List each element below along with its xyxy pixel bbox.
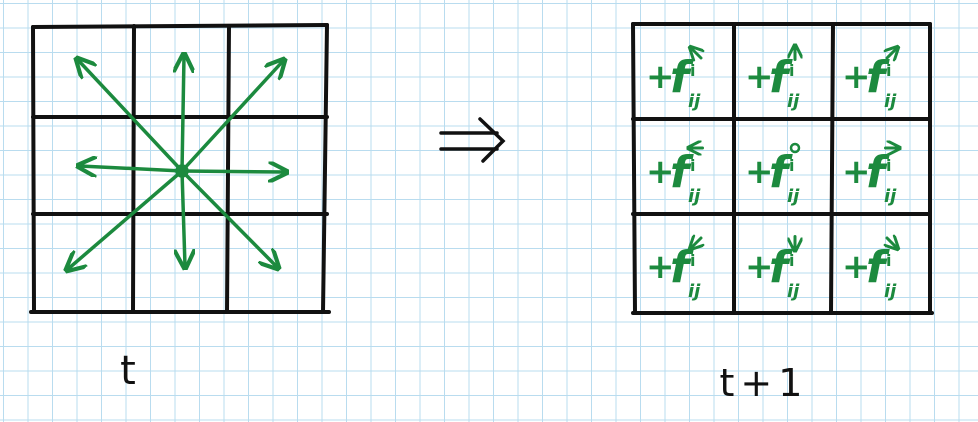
cell-plus: + xyxy=(646,57,675,97)
cell-plus: + xyxy=(745,247,774,287)
arrow-south-west xyxy=(68,169,184,269)
cell-plus: + xyxy=(646,247,675,287)
cell-subscript: ij xyxy=(884,281,897,302)
cell-subscript: ij xyxy=(787,281,800,302)
time-label-t-plus-1: t+1 xyxy=(720,361,809,405)
cell-superscript: i xyxy=(690,156,695,175)
cell-superscript: i xyxy=(886,251,891,270)
cell-subscript: ij xyxy=(688,91,701,112)
arrow-west xyxy=(80,166,184,171)
arrow-north-west xyxy=(78,60,184,173)
direction-indicator-south-east xyxy=(887,238,897,248)
cell-subscript: ij xyxy=(787,91,800,112)
lattice-t xyxy=(29,23,331,314)
direction-indicator-north-west xyxy=(691,48,701,58)
direction-indicator-north-east xyxy=(887,48,897,58)
cell-superscript: i xyxy=(789,61,794,80)
arrow-north xyxy=(182,56,184,173)
rest-node xyxy=(175,164,189,178)
cell-subscript: ij xyxy=(688,186,701,207)
cell-superscript: i xyxy=(886,61,891,80)
cell-subscript: ij xyxy=(787,186,800,207)
arrow-south xyxy=(182,169,185,266)
cell-superscript: i xyxy=(690,61,695,80)
cell-plus: + xyxy=(842,57,871,97)
cell-plus: + xyxy=(745,152,774,192)
cell-plus: + xyxy=(745,57,774,97)
cell-superscript: i xyxy=(690,251,695,270)
direction-indicator-south-west xyxy=(691,238,701,248)
lattice-t-plus-1-grid xyxy=(631,22,934,315)
arrow-east xyxy=(180,171,285,172)
cell-plus: + xyxy=(842,152,871,192)
cell-subscript: ij xyxy=(688,281,701,302)
cell-plus: + xyxy=(842,247,871,287)
cell-subscript: ij xyxy=(884,91,897,112)
rest-indicator xyxy=(789,142,801,154)
double-arrow-icon xyxy=(439,117,506,163)
cell-plus: + xyxy=(646,152,675,192)
arrow-north-east xyxy=(180,61,283,173)
velocity-arrows xyxy=(68,56,285,269)
cell-subscript: ij xyxy=(884,186,897,207)
cell-superscript: i xyxy=(886,156,891,175)
cell-superscript: i xyxy=(789,251,794,270)
cell-superscript: i xyxy=(789,156,794,175)
time-label-t: t xyxy=(120,348,136,394)
arrow-south-east xyxy=(180,169,277,267)
